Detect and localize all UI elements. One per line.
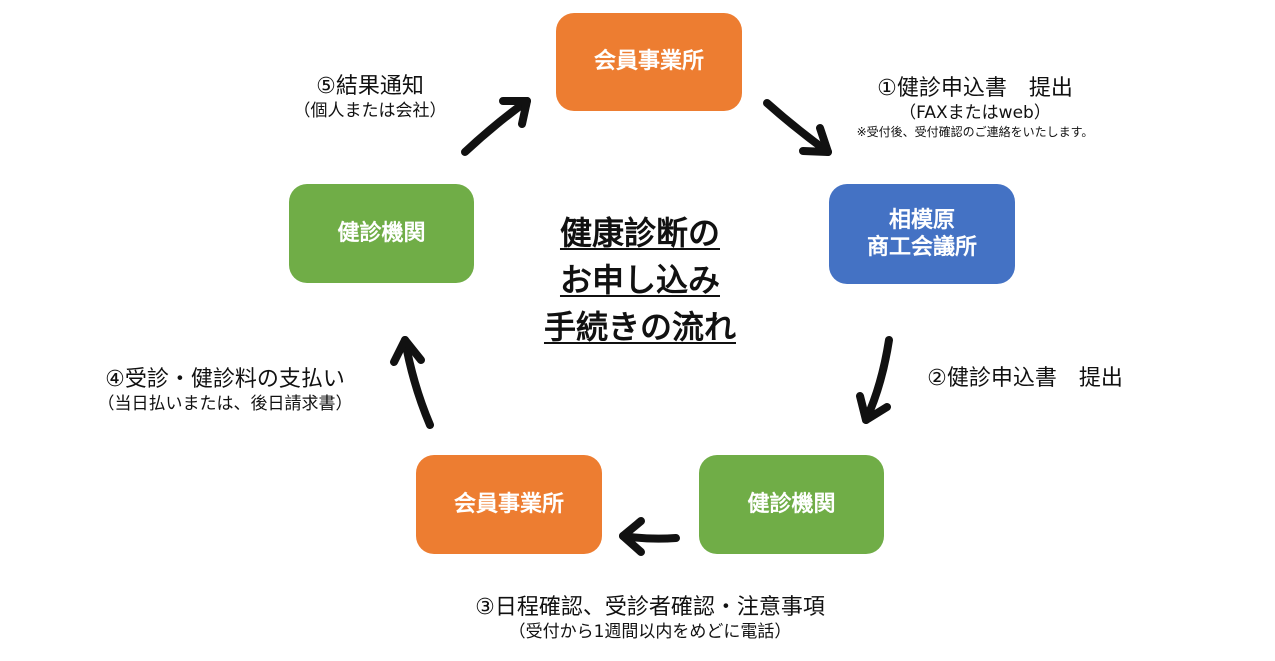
node-chamber-line2: 商工会議所 [866,235,977,260]
arrow-step4 [401,336,434,429]
node-chamber-of-commerce: 相模原 商工会議所 [829,184,1015,284]
node-member-office-top-label: 会員事業所 [593,49,704,75]
step4-sub: （当日払いまたは、後日請求書） [97,394,353,414]
arrow-step5-head [499,97,531,128]
arrow-step1-head [799,124,832,156]
step2-label: ②健診申込書 提出 [905,366,1145,392]
step4-main: ④受診・健診料の支払い [105,367,345,392]
step2-main: ②健診申込書 提出 [927,366,1123,391]
step5-main: ⑤結果通知 [316,74,424,99]
step5-sub: （個人または会社） [293,101,447,121]
arrow-step3-head [619,517,645,556]
step1-sub: （FAXまたはweb） [899,103,1051,123]
node-health-institution-right: 健診機関 [699,455,884,554]
center-title-line1: 健康診断の [559,214,720,252]
arrow-step5 [461,97,531,156]
step1-label: ①健診申込書 提出 （FAXまたはweb） ※受付後、受付確認のご連絡をいたしま… [840,76,1110,140]
node-health-institution-right-label: 健診機関 [747,491,836,517]
node-health-institution-left: 健診機関 [289,184,474,283]
step1-main: ①健診申込書 提出 [877,76,1073,101]
node-member-office-bottom-label: 会員事業所 [453,491,564,517]
arrow-step1 [763,99,832,156]
arrow-step2-head [856,392,891,424]
step3-main: ③日程確認、受診者確認・注意事項 [475,595,825,620]
node-chamber-line1: 相模原 [888,207,955,233]
node-member-office-top: 会員事業所 [556,13,742,111]
step4-label: ④受診・健診料の支払い （当日払いまたは、後日請求書） [70,367,380,415]
step1-note: ※受付後、受付確認のご連絡をいたします。 [856,125,1094,139]
center-title: 健康診断の お申し込み 手続きの流れ [500,210,780,351]
step3-label: ③日程確認、受診者確認・注意事項 （受付から1週間以内をめどに電話） [440,595,860,643]
step5-label: ⑤結果通知 （個人または会社） [275,74,465,122]
node-member-office-bottom: 会員事業所 [416,455,602,554]
arrow-step2 [862,336,893,424]
center-title-line3: 手続きの流れ [543,308,736,346]
center-title-line2: お申し込み [559,261,720,299]
arrow-step3 [619,532,680,543]
step3-sub: （受付から1週間以内をめどに電話） [508,622,792,642]
arrow-step4-head [390,336,425,366]
node-health-institution-left-label: 健診機関 [337,220,426,246]
